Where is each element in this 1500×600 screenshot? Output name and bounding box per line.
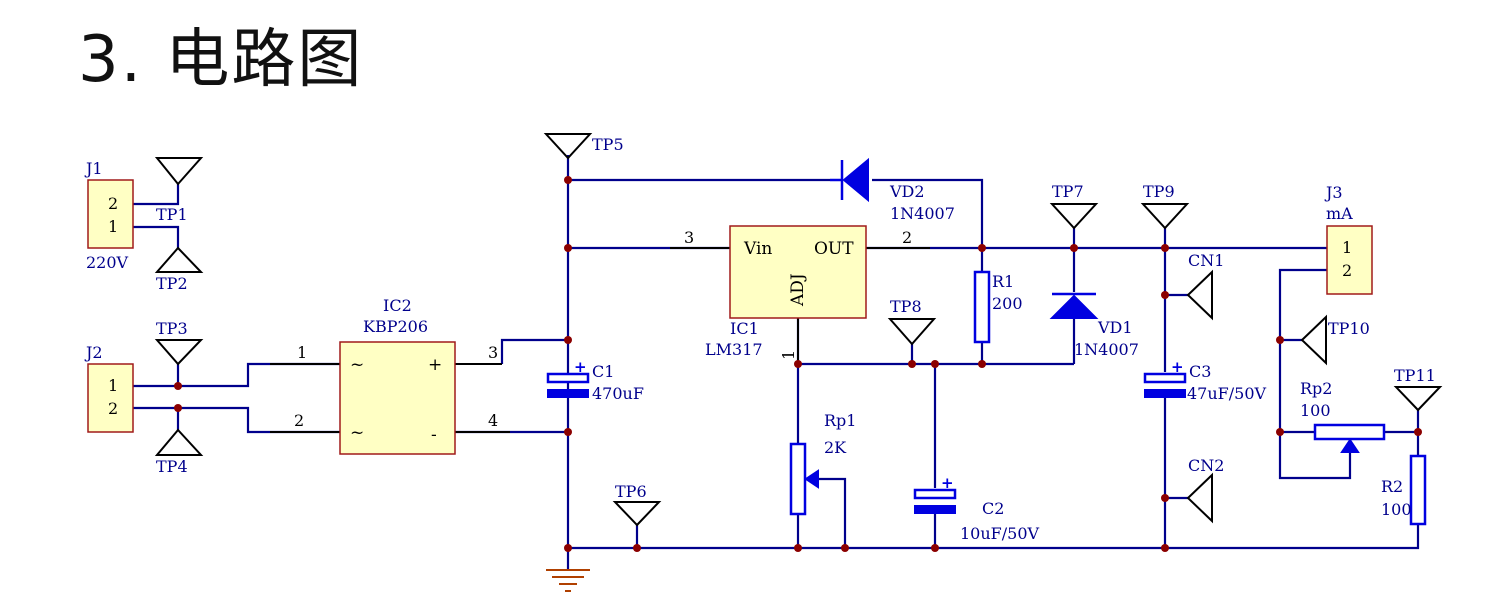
connector-j1: J1 2 1 220V — [84, 159, 134, 272]
capacitor-c1: + C1 470uF — [546, 358, 644, 403]
rp2-ref: Rp2 — [1300, 379, 1332, 398]
testpoint-tp8: TP8 — [887, 297, 937, 346]
rp1-ref: Rp1 — [824, 411, 856, 430]
vd1-ref: VD1 — [1097, 318, 1133, 337]
ic2-mark-plus: + — [428, 355, 442, 375]
c3-ref: C3 — [1189, 362, 1211, 381]
capacitor-c2: + C2 10uF/50V — [913, 474, 1040, 543]
vd2-value: 1N4007 — [890, 204, 955, 223]
ic1-ref: IC1 — [730, 319, 759, 338]
ic1-label-vin: Vin — [743, 239, 772, 259]
svg-text:+: + — [941, 474, 954, 492]
tp3-label: TP3 — [156, 319, 188, 338]
tp9-label: TP9 — [1143, 182, 1175, 201]
testpoint-tp5: TP5 — [543, 133, 624, 160]
tp7-label: TP7 — [1052, 182, 1084, 201]
capacitor-c3: + C3 47uF/50V — [1143, 358, 1267, 403]
ic2-ref: IC2 — [383, 296, 412, 315]
j1-pin-1: 1 — [108, 217, 118, 236]
testpoint-tp2: TP2 — [154, 246, 204, 293]
tp2-label: TP2 — [156, 274, 188, 293]
connector-cn1: CN1 — [1186, 251, 1224, 321]
c1-ref: C1 — [592, 362, 614, 381]
ic1-value: LM317 — [705, 340, 763, 359]
r2-value: 100 — [1381, 500, 1412, 519]
junctions — [174, 176, 1422, 552]
r2-ref: R2 — [1381, 477, 1403, 496]
connector-j3: J3 mA 1 2 — [1324, 183, 1373, 295]
ic2-mark-ac2: ~ — [350, 423, 364, 443]
potentiometer-rp1: Rp1 2K — [789, 411, 856, 516]
pin-stubs — [270, 247, 930, 433]
tp5-label: TP5 — [592, 135, 624, 154]
c1-value: 470uF — [592, 384, 644, 403]
ic1-pin-2: 2 — [902, 228, 912, 247]
j2-pin-1: 1 — [108, 376, 118, 395]
testpoint-tp11: TP11 — [1393, 366, 1443, 412]
ic2-pin-2: 2 — [294, 411, 304, 430]
j3-ref: J3 — [1324, 183, 1343, 202]
c3-value: 47uF/50V — [1187, 384, 1267, 403]
diode-vd2: VD2 1N4007 — [830, 157, 955, 223]
testpoint-tp7: TP7 — [1049, 182, 1099, 230]
ic2-pin-4: 4 — [488, 411, 498, 430]
diode-vd1: VD1 1N4007 — [1049, 292, 1139, 359]
cn1-ref: CN1 — [1188, 251, 1224, 270]
ic2-pin-1: 1 — [297, 343, 307, 362]
j3-pin-1: 1 — [1342, 238, 1352, 257]
ic2-mark-minus: - — [431, 425, 437, 445]
regulator-ic1: 3 2 1 Vin OUT ADJ IC1 LM317 — [684, 225, 912, 360]
testpoint-tp6: TP6 — [612, 482, 662, 527]
svg-text:+: + — [574, 358, 587, 376]
testpoint-tp10: TP10 — [1300, 314, 1370, 366]
wires — [133, 155, 1420, 570]
potentiometer-rp2: Rp2 100 — [1300, 379, 1386, 453]
j2-pin-2: 2 — [108, 399, 118, 418]
vd2-ref: VD2 — [889, 182, 925, 201]
tp10-label: TP10 — [1328, 319, 1370, 338]
j1-ref: J1 — [84, 159, 103, 178]
connector-cn2: CN2 — [1186, 456, 1224, 524]
bridge-ic2: IC2 KBP206 1 2 3 4 ~ ~ + - — [294, 296, 498, 455]
ic1-label-adj: ADJ — [788, 273, 808, 307]
resistor-r1: R1 200 — [973, 270, 1023, 344]
vd1-value: 1N4007 — [1074, 340, 1139, 359]
testpoint-tp4: TP4 — [154, 428, 204, 476]
ic2-mark-ac1: ~ — [350, 355, 364, 375]
j2-ref: J2 — [84, 343, 103, 362]
ic2-pin-3: 3 — [488, 343, 498, 362]
j3-pin-2: 2 — [1342, 261, 1352, 280]
tp6-label: TP6 — [615, 482, 647, 501]
ground-icon — [546, 569, 590, 592]
connector-j2: J2 1 2 — [84, 343, 134, 433]
r1-ref: R1 — [992, 272, 1014, 291]
testpoint-tp1: TP1 — [154, 157, 204, 224]
rp2-value: 100 — [1300, 401, 1331, 420]
testpoint-tp9: TP9 — [1140, 182, 1190, 230]
testpoint-tp3: TP3 — [154, 319, 204, 366]
rp1-value: 2K — [824, 438, 847, 457]
ic2-value: KBP206 — [363, 317, 428, 336]
resistor-r2: R2 100 — [1381, 454, 1427, 526]
ic1-pin-3: 3 — [684, 228, 694, 247]
tp8-label: TP8 — [890, 297, 922, 316]
j1-pin-2: 2 — [108, 194, 118, 213]
tp4-label: TP4 — [156, 457, 188, 476]
r1-value: 200 — [992, 294, 1023, 313]
tp1-label: TP1 — [156, 205, 188, 224]
ic1-label-out: OUT — [814, 239, 854, 259]
tp11-label: TP11 — [1394, 366, 1436, 385]
c2-ref: C2 — [982, 499, 1004, 518]
ic1-pin-1: 1 — [779, 350, 798, 360]
c2-value: 10uF/50V — [960, 524, 1040, 543]
svg-text:+: + — [1171, 358, 1184, 376]
cn2-ref: CN2 — [1188, 456, 1224, 475]
j3-value: mA — [1326, 204, 1353, 223]
page-title: 3. 电路图 — [78, 23, 364, 97]
j1-value: 220V — [86, 253, 129, 272]
